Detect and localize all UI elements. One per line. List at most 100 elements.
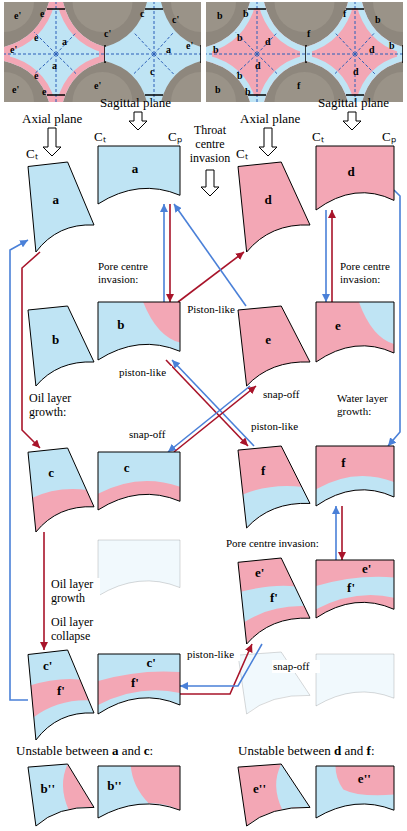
process-arrow (174, 204, 246, 306)
pore-fluid (28, 306, 94, 386)
hollow-arrow (43, 128, 61, 156)
panel-shape (316, 146, 394, 210)
sagittal-plane-panel: e (316, 302, 394, 362)
process-note: Piston-like (182, 303, 240, 316)
pore-region-letter: a (52, 60, 57, 72)
panel-outline (316, 766, 394, 818)
state-letter: b'' (41, 782, 55, 796)
panel-outline (238, 446, 310, 528)
dashed-axis (154, 2, 155, 54)
panel-shape (238, 446, 310, 528)
corner-symbol: Cₚ (168, 130, 182, 145)
pore-fluid (105, 2, 201, 102)
sagittal-plane-panel: d (316, 146, 394, 210)
panel-shape (316, 766, 394, 818)
pore-fluid (316, 560, 394, 618)
edge-label: piston-like (186, 648, 240, 661)
axial-plane-panel: a (28, 162, 94, 252)
dashed-axis (257, 54, 306, 55)
axial-plane-panel: f (238, 446, 310, 528)
plane-heading: Sagittal plane (318, 96, 389, 111)
panel-outline (316, 560, 394, 618)
dashed-axis (105, 54, 154, 55)
state-letter: b (52, 332, 59, 346)
text-run: c (144, 743, 150, 758)
throat-bar (346, 8, 364, 10)
dashed-axis (56, 54, 77, 74)
text-run: between (65, 743, 112, 758)
process-arrow (169, 204, 171, 302)
pore-region-letter: c (140, 8, 144, 20)
pore-fluid (28, 162, 94, 252)
throat-bar (47, 8, 65, 10)
panel-shape (238, 764, 310, 826)
fluid-layer (206, 2, 306, 102)
state-letter: d (347, 164, 354, 178)
pore-fluid (238, 446, 310, 528)
pore-region-letter: e' (14, 10, 21, 22)
state-letter: f' (131, 676, 139, 690)
pore-region-letter: e' (186, 40, 193, 52)
panel-outline (28, 650, 94, 740)
dashed-axis (257, 32, 278, 54)
panel-shape (28, 448, 94, 532)
process-arrow (325, 210, 327, 302)
dashed-axis (355, 54, 403, 55)
pore-region-letter: f (297, 80, 300, 92)
corner-symbol: Cₚ (382, 130, 396, 145)
panel-outline (238, 306, 310, 386)
text-run: and (345, 743, 367, 758)
text-run: a (112, 743, 119, 758)
panel-shape (28, 306, 94, 386)
sagittal-plane-panel: a (98, 146, 180, 204)
fluid-region (143, 302, 180, 343)
pore-fluid (238, 764, 310, 826)
dashed-axis (56, 2, 57, 54)
pore-region-letter: b (389, 40, 395, 52)
text-run (119, 743, 122, 758)
axial-plane-panel: b'' (28, 764, 94, 826)
sagittal-plane-panel: e'' (316, 766, 394, 818)
fluid-region (98, 671, 180, 705)
fluid-region (131, 766, 180, 810)
panel-outline (98, 452, 180, 510)
fluid-region (276, 764, 310, 811)
process-arrow (180, 644, 262, 686)
pore-region-letter: b (237, 70, 243, 82)
grain (171, 72, 201, 102)
process-arrow (335, 506, 337, 560)
grain (4, 72, 34, 102)
pore-region-letter: b (215, 84, 221, 96)
state-letter: a (52, 193, 59, 207)
faded-panel (316, 654, 394, 706)
pore-fluid (316, 302, 394, 362)
pore-region-letter: d (369, 44, 375, 56)
throat-bar (248, 8, 266, 10)
process-arrow (178, 252, 244, 302)
pore-region-letter: d (255, 60, 261, 72)
sagittal-plane-panel: b (98, 302, 180, 360)
grain (275, 2, 335, 32)
hollow-arrow (343, 112, 361, 130)
panel-shape (316, 446, 394, 506)
faded-panel (98, 540, 180, 596)
state-letter: e'' (253, 782, 266, 796)
pore-fluid (238, 162, 310, 252)
dashed-axis (257, 2, 258, 54)
pore-fluid (316, 766, 394, 818)
dashed-axis (154, 54, 201, 55)
sagittal-plane-panel: e'f' (316, 560, 394, 618)
process-arrow (163, 204, 165, 302)
fluid-region (28, 679, 89, 717)
pore-region-letter: b (217, 10, 223, 22)
state-letter: e (335, 319, 341, 333)
pore-fluid (238, 558, 310, 644)
pore-fluid (98, 766, 180, 818)
section-heading: Unstable between a and c: (16, 744, 153, 759)
step-heading: Throat centre invasion (186, 124, 234, 165)
corner-symbol: Cₜ (26, 147, 38, 162)
panel-outline (98, 302, 180, 360)
panel-shape (98, 146, 180, 204)
state-letter: f' (347, 581, 355, 595)
grain (206, 2, 236, 32)
